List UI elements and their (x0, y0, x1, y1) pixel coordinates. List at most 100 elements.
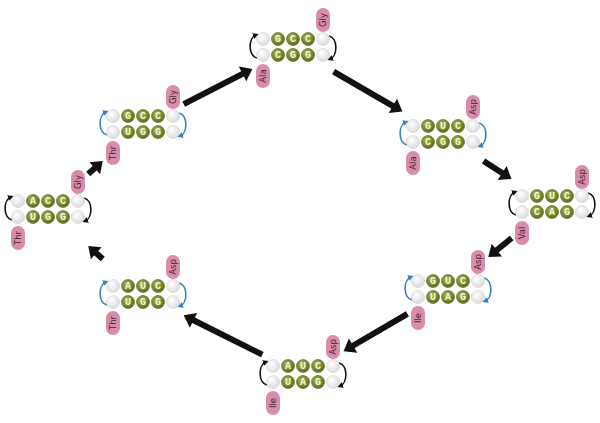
curved-arrow (179, 113, 186, 136)
codon-pair: ACCGlyUGGThr (10, 170, 86, 250)
curved-arrow (100, 282, 107, 305)
amino-acid-label: Gly (168, 90, 178, 104)
curved-arrow (405, 277, 412, 300)
end-bead (412, 291, 425, 304)
amino-acid-label: Ala (408, 156, 418, 169)
amino-acid-label: Thr (13, 231, 23, 245)
amino-acid-tag: Thr (11, 226, 25, 250)
curved-arrow (484, 278, 491, 301)
flow-arrow (344, 314, 408, 353)
amino-acid-label: Asp (577, 169, 587, 185)
curved-arrow (509, 192, 516, 215)
amino-acid-tag: Asp (471, 250, 485, 274)
curved-arrow (250, 35, 257, 58)
end-bead (516, 190, 529, 203)
amino-acid-label: Val (517, 227, 527, 240)
amino-acid-tag: Gly (166, 85, 180, 109)
end-bead (107, 110, 120, 123)
flow-arrow (184, 67, 253, 105)
codon-pair: GUC AspUAG Ile (410, 250, 486, 330)
arrow-head (184, 313, 198, 328)
amino-acid-tag: Gly (71, 170, 85, 194)
curved-arrow (339, 363, 346, 386)
amino-acid-label: Ile (268, 398, 278, 408)
end-bead (267, 360, 280, 373)
end-bead (257, 49, 270, 62)
end-bead (12, 195, 25, 208)
flow-arrow (88, 246, 103, 259)
codon-pair: GUCAspCGG Ala (405, 95, 481, 175)
end-bead (107, 126, 120, 139)
codon-text: GUC (430, 275, 475, 288)
arrow-shaft (184, 73, 245, 104)
curved-arrow (400, 122, 407, 145)
codon-pair: GCC GlyUGG Thr (105, 85, 181, 165)
arrow-shaft (192, 319, 263, 354)
amino-acid-label: Gly (73, 175, 83, 189)
amino-acid-label: Asp (473, 254, 483, 270)
amino-acid-tag: Ile (266, 391, 280, 415)
arrow-shaft (334, 72, 395, 107)
end-bead (407, 136, 420, 149)
arrow-head (89, 161, 102, 174)
curved-arrow (84, 198, 91, 221)
codon-pair: GCC GlyCGG Ala (255, 8, 331, 88)
amino-acid-label: Asp (328, 339, 338, 355)
codon-text: CGG (425, 136, 470, 149)
amino-acid-label: Thr (108, 146, 118, 160)
arrow-shaft (484, 161, 505, 174)
arrow-shaft (351, 314, 407, 347)
codon-text: CGG (275, 49, 320, 62)
amino-acid-label: Ile (413, 313, 423, 323)
amino-acid-tag: Thr (106, 311, 120, 335)
arrow-head (344, 339, 358, 353)
arrow-head (239, 67, 253, 82)
curved-arrow (329, 36, 336, 59)
flow-arrow (484, 161, 512, 180)
curved-arrow (5, 197, 12, 220)
flow-arrow (88, 161, 103, 174)
flow-arrow (488, 238, 511, 257)
codon-pair: AUC AspUAG Ile (265, 335, 341, 415)
amino-acid-tag: Ile (411, 306, 425, 330)
arrow-shaft (495, 238, 512, 252)
end-bead (107, 296, 120, 309)
amino-acid-tag: Asp (166, 255, 180, 279)
codon-text: GUC (425, 120, 470, 133)
arrow-head (389, 99, 403, 113)
end-bead (516, 206, 529, 219)
amino-acid-tag: Ala (406, 151, 420, 175)
amino-acid-label: Thr (108, 316, 118, 330)
amino-acid-tag: Val (515, 221, 529, 245)
flow-arrow (184, 313, 263, 355)
arrow-head (488, 244, 502, 257)
end-bead (407, 120, 420, 133)
codon-text: CAG (534, 206, 579, 219)
codon-text: AUC (285, 360, 330, 373)
amino-acid-tag: Asp (326, 335, 340, 359)
codon-text: GCC (275, 33, 320, 46)
end-bead (107, 280, 120, 293)
codon-text: GUC (534, 190, 579, 203)
curved-arrow (479, 123, 486, 146)
flow-arrow (334, 72, 403, 114)
end-bead (12, 211, 25, 224)
amino-acid-tag: Thr (106, 141, 120, 165)
codon-text: UAG (285, 376, 330, 389)
amino-acid-label: Asp (168, 259, 178, 275)
codon-text: AUC (125, 280, 170, 293)
amino-acid-tag: Asp (466, 95, 480, 119)
codon-text: UGG (125, 296, 170, 309)
codon-text: GCC (125, 110, 170, 123)
arrow-head (88, 246, 101, 259)
arrow-head (498, 166, 512, 180)
codon-text: UGG (125, 126, 170, 139)
amino-acid-label: Gly (318, 13, 328, 27)
codon-text: UAG (430, 291, 475, 304)
amino-acid-label: Ala (258, 69, 268, 82)
amino-acid-tag: Asp (575, 165, 589, 189)
amino-acid-tag: Ala (256, 64, 270, 88)
curved-arrow (179, 283, 186, 306)
end-bead (257, 33, 270, 46)
